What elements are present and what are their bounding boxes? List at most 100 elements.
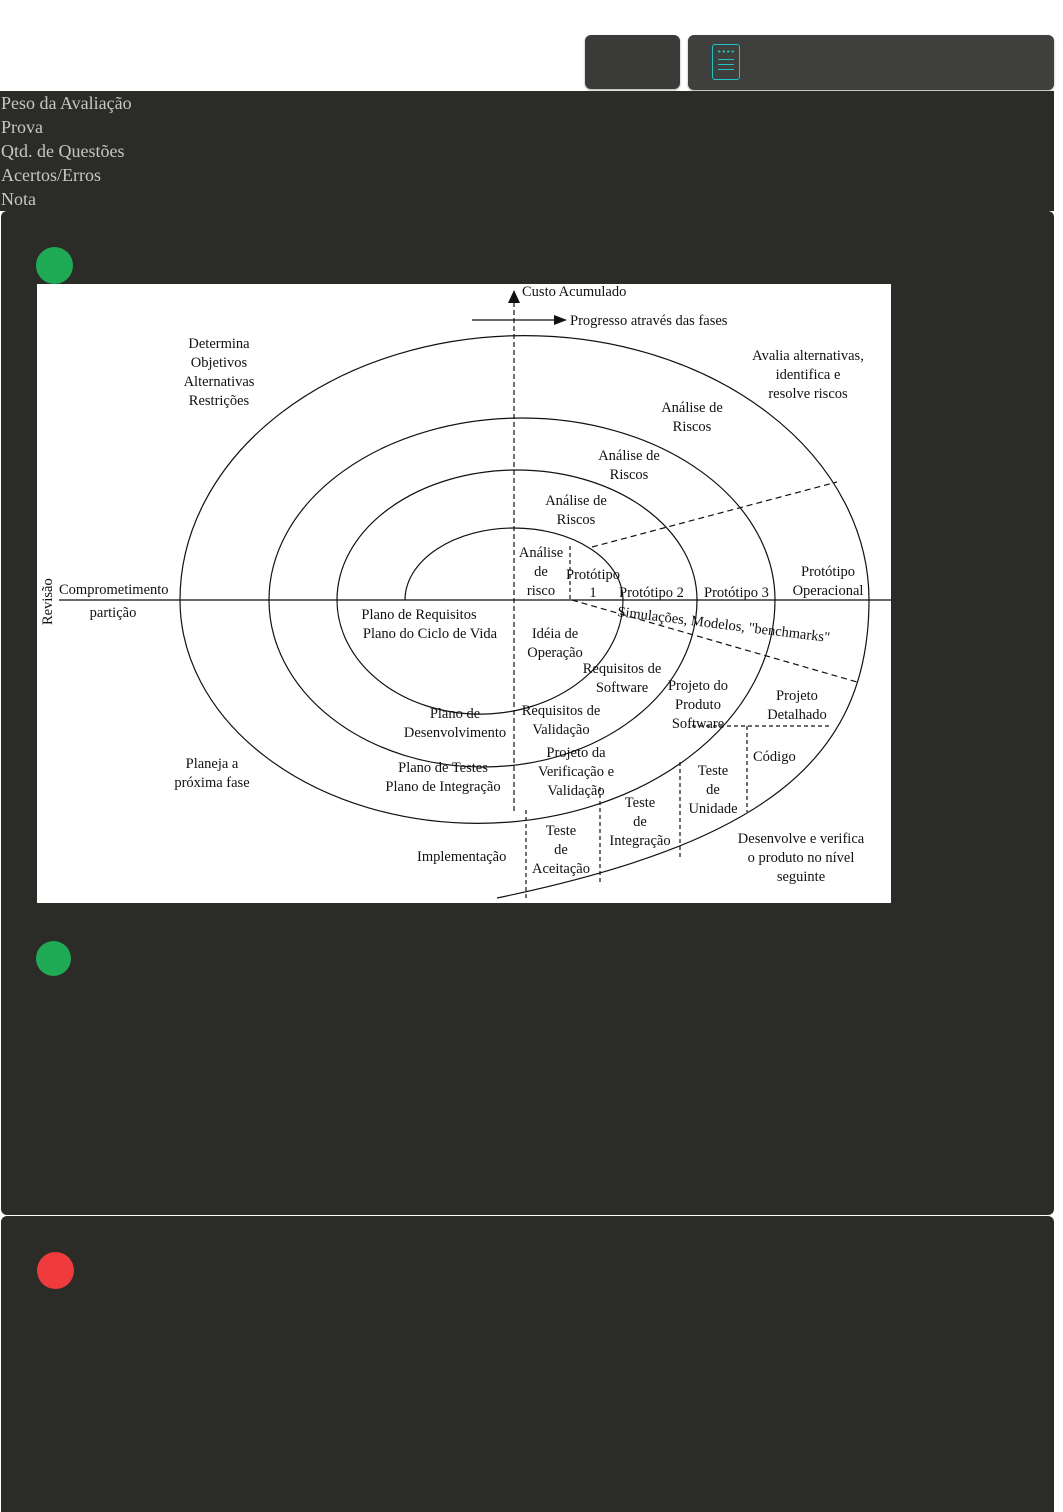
svg-text:de: de — [554, 842, 568, 858]
revisao-label: Revisão — [40, 578, 56, 625]
svg-text:próxima fase: próxima fase — [174, 775, 249, 791]
svg-text:Software: Software — [596, 680, 648, 696]
label-custo: Custo Acumulado — [522, 284, 626, 300]
spiral-diagram-svg: Custo Acumulado Progresso através das fa… — [40, 284, 891, 899]
analise-riscos-outer: Análise de Riscos — [661, 400, 723, 435]
svg-text:Validação: Validação — [532, 722, 589, 738]
svg-text:Plano do Ciclo de Vida: Plano do Ciclo de Vida — [363, 626, 498, 642]
svg-text:Protótipo: Protótipo — [801, 564, 855, 580]
svg-text:Produto: Produto — [675, 697, 721, 713]
svg-text:de: de — [633, 814, 647, 830]
svg-text:de: de — [706, 782, 720, 798]
svg-text:Análise de: Análise de — [661, 400, 723, 416]
toolbar-button[interactable] — [585, 35, 680, 89]
wrong-status-icon — [37, 1252, 74, 1289]
prototipo-1: Protótipo 1 — [566, 567, 620, 601]
svg-text:de: de — [534, 564, 548, 580]
svg-text:Teste: Teste — [698, 763, 728, 779]
determina-label: Determina Objetivos Alternativas Restriç… — [184, 336, 255, 409]
ideia-operacao: Idéia de Operação — [527, 626, 583, 661]
svg-text:Determina: Determina — [188, 336, 250, 352]
svg-text:Desenvolvimento: Desenvolvimento — [404, 725, 506, 741]
svg-text:Restrições: Restrições — [189, 393, 250, 409]
svg-text:Análise de: Análise de — [545, 493, 607, 509]
prototipo-2: Protótipo 2 — [619, 585, 684, 601]
document-icon — [712, 44, 740, 80]
question-card-1: Custo Acumulado Progresso através das fa… — [1, 211, 1054, 1215]
svg-text:Alternativas: Alternativas — [184, 374, 255, 390]
planeja-label: Planeja a próxima fase — [174, 756, 249, 791]
projeto-detalhado: Projeto Detalhado — [767, 688, 827, 723]
svg-text:Plano de Testes: Plano de Testes — [398, 760, 488, 776]
svg-text:Análise de: Análise de — [598, 448, 660, 464]
particao-label: partição — [90, 605, 137, 621]
codigo-label: Código — [753, 749, 796, 765]
desenvolve-label: Desenvolve e verifica o produto no nível… — [738, 831, 865, 885]
svg-text:Riscos: Riscos — [673, 419, 712, 435]
simulacoes-label: Simulações, Modelos, "benchmarks" — [617, 604, 831, 646]
requisitos-software: Requisitos de Software — [583, 661, 662, 696]
implementacao-label: Implementação — [417, 849, 506, 865]
label-progresso: Progresso através das fases — [570, 313, 728, 329]
teste-aceitacao: Teste de Aceitação — [532, 823, 590, 877]
svg-text:Aceitação: Aceitação — [532, 861, 590, 877]
svg-text:Projeto do: Projeto do — [668, 678, 728, 694]
svg-text:Detalhado: Detalhado — [767, 707, 827, 723]
svg-text:Desenvolve e verifica: Desenvolve e verifica — [738, 831, 865, 847]
svg-text:Plano de Requisitos: Plano de Requisitos — [361, 607, 477, 623]
analise-riscos-2: Análise de Riscos — [598, 448, 660, 483]
svg-text:Riscos: Riscos — [610, 467, 649, 483]
label-peso: Peso da Avaliação — [1, 93, 132, 113]
svg-text:resolve riscos: resolve riscos — [768, 386, 848, 402]
svg-text:Projeto da: Projeto da — [546, 745, 606, 761]
svg-text:Idéia de: Idéia de — [532, 626, 578, 642]
answer-correct-icon — [36, 941, 71, 976]
svg-text:identifica e: identifica e — [776, 367, 841, 383]
svg-text:Software: Software — [672, 716, 724, 732]
svg-text:risco: risco — [527, 583, 555, 599]
label-acertos-erros: Acertos/Erros — [1, 165, 101, 185]
correct-status-icon — [36, 247, 73, 284]
svg-text:Objetivos: Objetivos — [191, 355, 248, 371]
avalia-label: Avalia alternativas, identifica e resolv… — [752, 348, 864, 402]
requisitos-validacao: Requisitos de Validação — [522, 703, 601, 738]
teste-integracao: Teste de Integração — [609, 795, 670, 849]
projeto-verificacao: Projeto da Verificação e Validação — [538, 745, 614, 799]
analise-risco-inner: Análise de risco — [519, 545, 563, 599]
svg-text:Validação: Validação — [547, 783, 604, 799]
evaluation-summary: Peso da Avaliação Prova Qtd. de Questões… — [0, 91, 1054, 211]
label-nota: Nota — [1, 189, 36, 209]
teste-unidade: Teste de Unidade — [688, 763, 737, 817]
svg-text:Plano de Integração: Plano de Integração — [385, 779, 500, 795]
svg-text:Teste: Teste — [625, 795, 655, 811]
svg-text:Verificação e: Verificação e — [538, 764, 614, 780]
prototipo-operacional: Protótipo Operacional — [793, 564, 864, 599]
plano-requisitos: Plano de Requisitos Plano do Ciclo de Vi… — [361, 607, 497, 642]
svg-text:Unidade: Unidade — [688, 801, 737, 817]
prototipo-3: Protótipo 3 — [704, 585, 769, 601]
document-button[interactable] — [688, 35, 1054, 90]
svg-text:Integração: Integração — [609, 833, 670, 849]
projeto-produto: Projeto do Produto Software — [668, 678, 728, 732]
analise-riscos-3: Análise de Riscos — [545, 493, 607, 528]
svg-text:Projeto: Projeto — [776, 688, 818, 704]
svg-text:Protótipo: Protótipo — [566, 567, 620, 583]
svg-text:Requisitos de: Requisitos de — [583, 661, 662, 677]
top-toolbar — [0, 0, 1063, 91]
svg-text:Teste: Teste — [546, 823, 576, 839]
plano-desenvolvimento: Plano de Desenvolvimento — [404, 706, 506, 741]
svg-text:1: 1 — [589, 585, 596, 601]
comprometimento-label: Comprometimento — [59, 582, 169, 598]
svg-text:Operacional: Operacional — [793, 583, 864, 599]
svg-text:Operação: Operação — [527, 645, 583, 661]
svg-text:o produto no nível: o produto no nível — [748, 850, 855, 866]
spiral-model-diagram: Custo Acumulado Progresso através das fa… — [37, 284, 891, 903]
svg-text:Avalia alternativas,: Avalia alternativas, — [752, 348, 864, 364]
svg-text:Requisitos de: Requisitos de — [522, 703, 601, 719]
svg-text:Riscos: Riscos — [557, 512, 596, 528]
question-card-2 — [1, 1216, 1054, 1512]
svg-text:Análise: Análise — [519, 545, 563, 561]
svg-text:Planeja a: Planeja a — [186, 756, 239, 772]
label-qtd-questoes: Qtd. de Questões — [1, 141, 125, 161]
label-prova: Prova — [1, 117, 43, 137]
